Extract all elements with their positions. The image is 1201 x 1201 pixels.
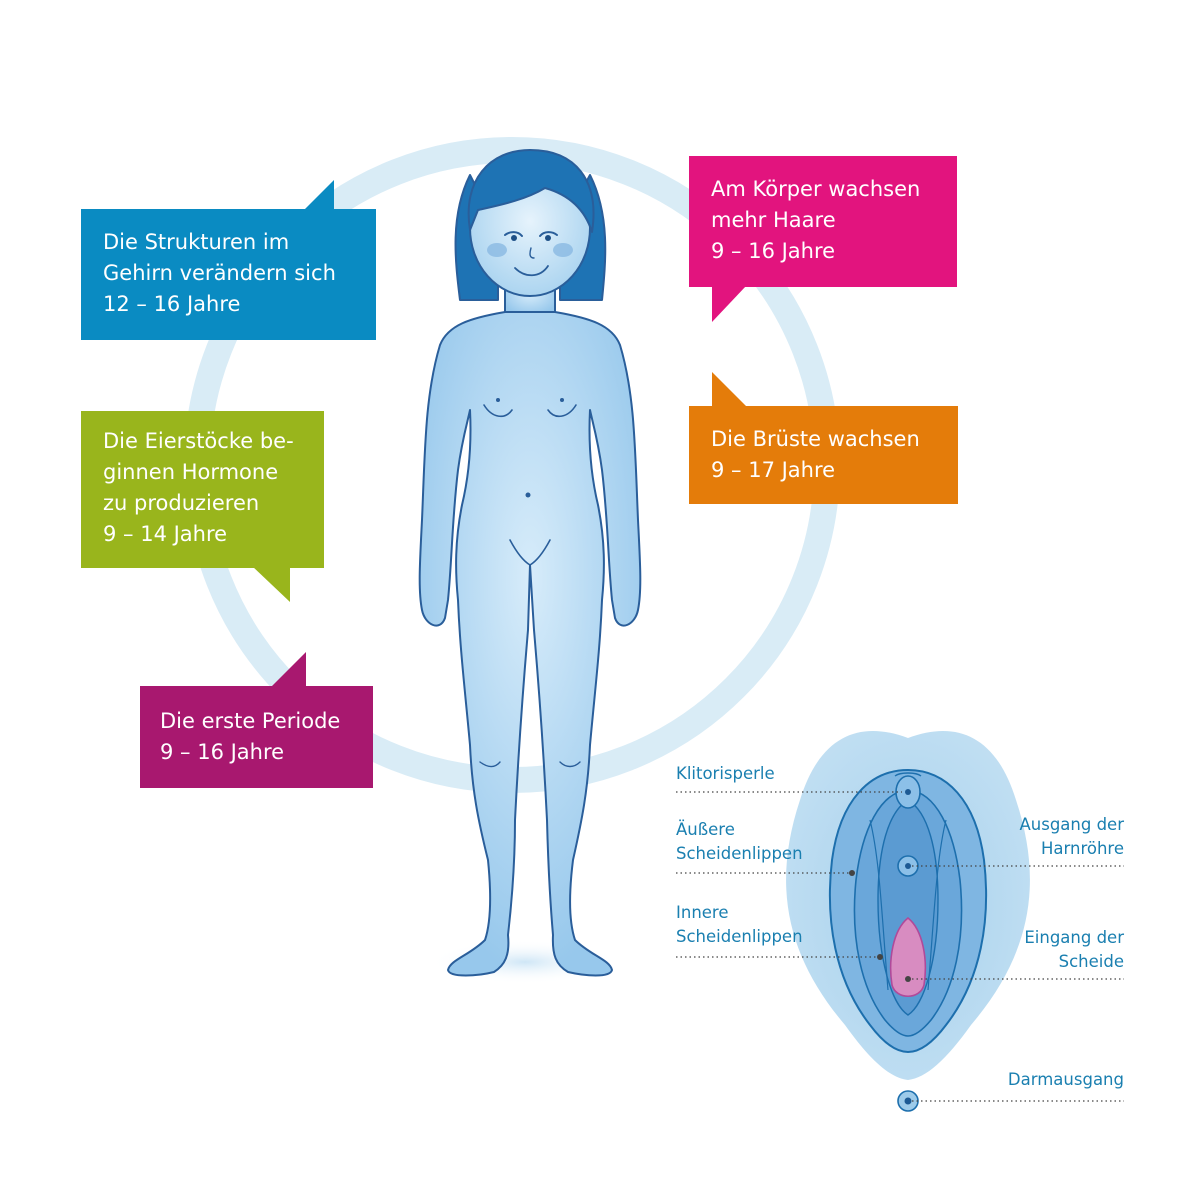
- label-darmausgang: Darmausgang: [1008, 1068, 1124, 1092]
- bubble-text-line: Am Körper wachsen: [711, 177, 921, 201]
- tail-hair: [712, 286, 746, 322]
- tail-ovaries: [252, 566, 290, 602]
- bubble-text-line: Die Strukturen im: [103, 230, 290, 254]
- bubble-text-line: Die Brüste wachsen: [711, 427, 920, 451]
- label-text: Scheidenlippen: [676, 927, 803, 946]
- label-text: Harnröhre: [1040, 839, 1124, 858]
- label-text: Klitorisperle: [676, 764, 775, 783]
- bubble-ovaries-hormones: Die Eierstöcke be- ginnen Hormone zu pro…: [81, 411, 324, 568]
- tail-brain: [304, 180, 334, 210]
- bubble-text-line: Die erste Periode: [160, 709, 341, 733]
- label-text: Innere: [676, 903, 729, 922]
- label-ausgang-harnroehre: Ausgang der Harnröhre: [1019, 813, 1124, 861]
- label-text: Äußere: [676, 820, 735, 839]
- bubble-first-period: Die erste Periode 9 – 16 Jahre: [140, 686, 373, 788]
- bubble-text-line: Gehirn verändern sich: [103, 261, 336, 285]
- leader-dots: [849, 870, 911, 982]
- bubble-brain-structures: Die Strukturen im Gehirn verändern sich …: [81, 209, 376, 340]
- vulva-diagram: [786, 730, 1030, 1112]
- label-text: Scheide: [1058, 952, 1124, 971]
- label-text: Ausgang der: [1019, 815, 1124, 834]
- label-aeussere-scheidenlippen: Äußere Scheidenlippen: [676, 818, 803, 866]
- leader-lines: [676, 791, 1124, 1102]
- bubble-text-line: 9 – 17 Jahre: [711, 458, 836, 482]
- tail-period: [270, 652, 306, 688]
- bubble-text-line: zu produzieren: [103, 491, 260, 515]
- label-innere-scheidenlippen: Innere Scheidenlippen: [676, 901, 803, 949]
- label-text: Scheidenlippen: [676, 844, 803, 863]
- label-eingang-scheide: Eingang der Scheide: [1024, 926, 1124, 974]
- bubble-text-line: 9 – 16 Jahre: [160, 740, 285, 764]
- label-text: Eingang der: [1024, 928, 1124, 947]
- bubble-text-line: 12 – 16 Jahre: [103, 292, 241, 316]
- bubble-text-line: Die Eierstöcke be-: [103, 429, 294, 453]
- girl-figure: [418, 149, 642, 977]
- tail-breasts: [712, 372, 748, 408]
- label-text: Darmausgang: [1007, 1070, 1124, 1089]
- bubble-body-hair: Am Körper wachsen mehr Haare 9 – 16 Jahr…: [689, 156, 957, 287]
- label-klitorisperle: Klitorisperle: [676, 762, 775, 786]
- bubble-text-line: ginnen Hormone: [103, 460, 279, 484]
- bubble-text-line: 9 – 14 Jahre: [103, 522, 228, 546]
- bubble-breasts-grow: Die Brüste wachsen 9 – 17 Jahre: [689, 406, 958, 504]
- bubble-tails: [252, 180, 748, 688]
- bubble-text-line: mehr Haare: [711, 208, 836, 232]
- bubble-text-line: 9 – 16 Jahre: [711, 239, 836, 263]
